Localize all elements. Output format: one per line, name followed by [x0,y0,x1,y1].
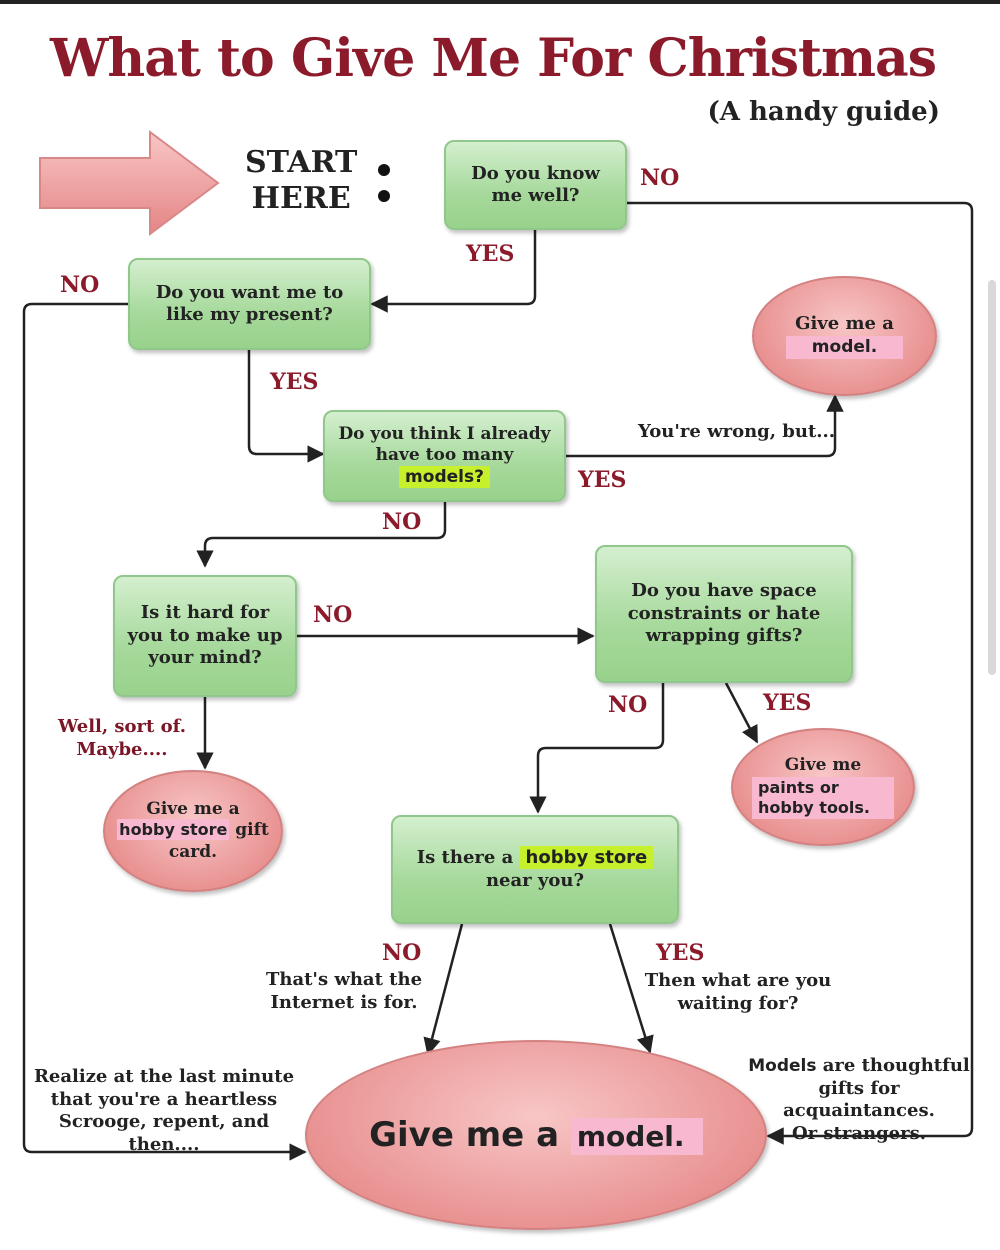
arrow-like-yes [247,350,325,463]
label-know-yes: YES [466,241,515,267]
node-too-many: Do you think I already have too many mod… [323,410,566,502]
node-hard-decide: Is it hard for you to make up your mind? [113,575,297,697]
label-hobby-no: NO [382,940,422,966]
scrollbar[interactable] [988,280,996,675]
highlight-models: models? [399,465,490,488]
label-like-yes: YES [270,369,319,395]
note-scrooge: Realize at the last minute that you're a… [33,1066,295,1155]
arrow-like-no [22,302,307,1161]
arrow-space-no [529,683,665,814]
arrow-many-yes [566,394,844,458]
node-want-like: Do you want me to like my present? [128,258,371,350]
label-space-no: NO [608,692,648,718]
arrow-hobby-yes [608,923,654,1054]
page-title: What to Give Me For Christmas [50,28,937,89]
note-wrong-but: You're wrong, but... [638,421,836,442]
label-hard-no: NO [313,602,353,628]
page-subtitle: (A handy guide) [707,97,940,127]
label-like-no: NO [60,272,100,298]
note-waiting: Then what are you waiting for? [644,970,832,1014]
note-models-thoughtful: Models are thoughtful gifts for acquaint… [748,1055,970,1144]
note-internet: That's what the Internet is for. [265,969,423,1013]
arrow-know-no [626,201,974,1145]
colon-icon [375,160,393,210]
label-space-yes: YES [763,690,812,716]
node-space: Do you have space constraints or hate wr… [595,545,853,683]
node-know-me: Do you know me well? [444,140,627,230]
label-many-yes: YES [578,467,627,493]
note-sort-of: Well, sort of. Maybe.... [58,716,186,760]
label-many-no: NO [382,509,422,535]
start-arrow-icon [39,130,220,236]
start-here-label: START HERE [245,145,358,216]
result-final-model: Give me a model. [305,1040,767,1230]
arrow-know-yes [370,230,537,313]
top-border [0,0,1000,4]
highlight-hobby-store: hobby store [519,846,654,869]
label-know-no: NO [640,165,680,191]
arrow-many-no [196,502,447,568]
label-hobby-yes: YES [656,940,705,966]
arrow-hobby-no [423,923,464,1056]
arrow-space-yes [724,682,759,744]
